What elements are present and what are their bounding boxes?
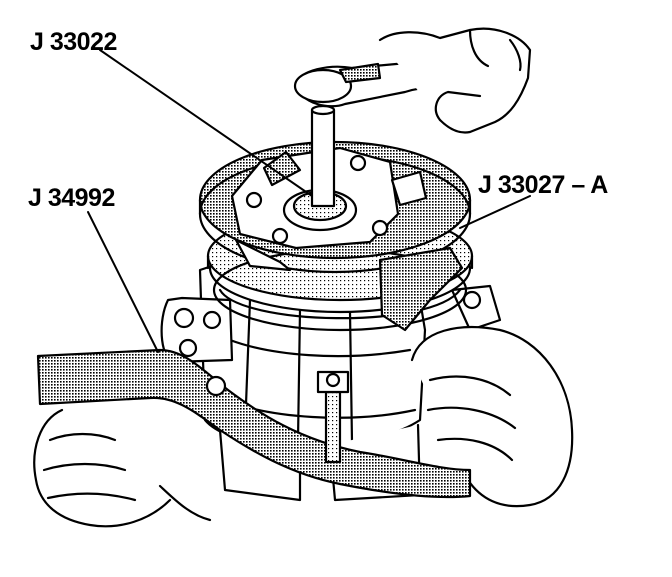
holding-fixture bbox=[36, 348, 472, 499]
callout-j34992: J 34992 bbox=[28, 184, 115, 212]
callout-j33027a: J 33027 – A bbox=[478, 171, 608, 199]
leader-lines bbox=[87, 49, 531, 353]
right-hand-top bbox=[378, 27, 532, 134]
spanner-handle bbox=[378, 246, 464, 332]
callout-j33022: J 33022 bbox=[30, 28, 117, 56]
left-hand bbox=[33, 408, 212, 528]
right-hand-lower bbox=[410, 326, 574, 508]
